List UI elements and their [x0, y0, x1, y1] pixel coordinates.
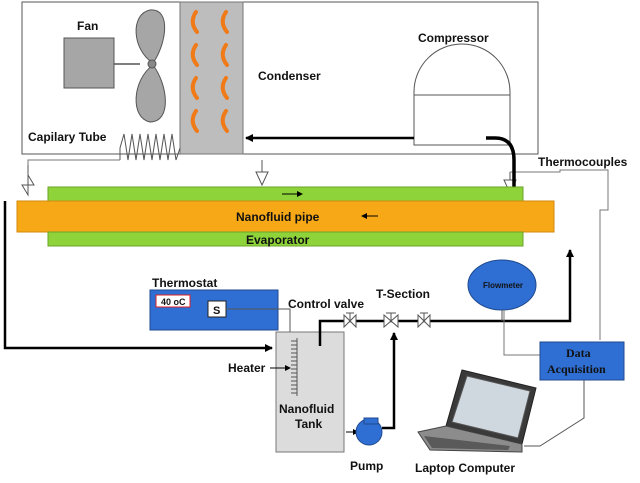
control-valve-icon[interactable] — [343, 312, 357, 329]
thermocouple-probe-middle — [255, 160, 269, 187]
laptop-label: Laptop Computer — [415, 461, 515, 475]
t-section-icon[interactable] — [383, 312, 399, 329]
control-valve-label: Control valve — [288, 297, 364, 311]
pump-label: Pump — [350, 459, 383, 473]
data-acquisition-box — [539, 341, 625, 381]
thermocouple-wire-right — [510, 169, 609, 340]
evaporator-bottom-band — [47, 231, 524, 247]
thermostat-display — [155, 294, 191, 308]
fan-motor-box — [63, 37, 115, 89]
t-section-label: T-Section — [376, 287, 430, 301]
inline-valve-icon[interactable] — [417, 312, 431, 329]
evaporator-label: Evaporator — [246, 233, 310, 247]
nanofluid-tank-label-2: Tank — [295, 417, 322, 431]
thermostat-switch-label: S — [213, 305, 220, 317]
data-acquisition-label-2: Acquisition — [547, 362, 606, 376]
flowmeter-signal-wire — [503, 310, 540, 356]
laptop-icon — [417, 369, 537, 453]
pipe-to-evaporator — [500, 249, 574, 323]
pump-icon — [355, 417, 383, 446]
laptop-cable — [524, 380, 585, 447]
condenser-coils — [190, 10, 229, 133]
nanofluid-pipe — [16, 200, 555, 233]
capillary-tube-icon — [119, 133, 181, 161]
thermostat-wire — [226, 308, 291, 332]
fan-icon — [135, 9, 166, 123]
condenser-label: Condenser — [258, 69, 321, 83]
refrigerant-return-line — [486, 136, 516, 189]
thermocouples-label: Thermocouples — [538, 155, 628, 169]
nanofluid-tank — [275, 331, 345, 453]
thermocouple-wire-top — [27, 159, 120, 165]
thermostat-label: Thermostat — [152, 276, 217, 290]
fan-label: Fan — [77, 19, 98, 33]
heater-label: Heater — [228, 361, 266, 375]
data-acquisition-label-1: Data — [566, 346, 591, 360]
outlet-pipe — [318, 319, 500, 346]
return-pipe-left — [3, 201, 273, 352]
thermostat-reading: 40 oC — [161, 297, 186, 307]
thermocouple-probe-left — [21, 165, 35, 197]
nanofluid-pipe-label: Nanofluid pipe — [236, 210, 320, 224]
capillary-tube-label: Capilary Tube — [28, 130, 107, 144]
heater-coil — [291, 338, 298, 396]
flowmeter-label: Flowmeter — [483, 281, 523, 290]
pump-line — [382, 332, 398, 430]
compressor-label: Compressor — [418, 31, 489, 45]
condenser-block — [179, 1, 244, 155]
nanofluid-tank-label-1: Nanofluid — [279, 402, 334, 416]
